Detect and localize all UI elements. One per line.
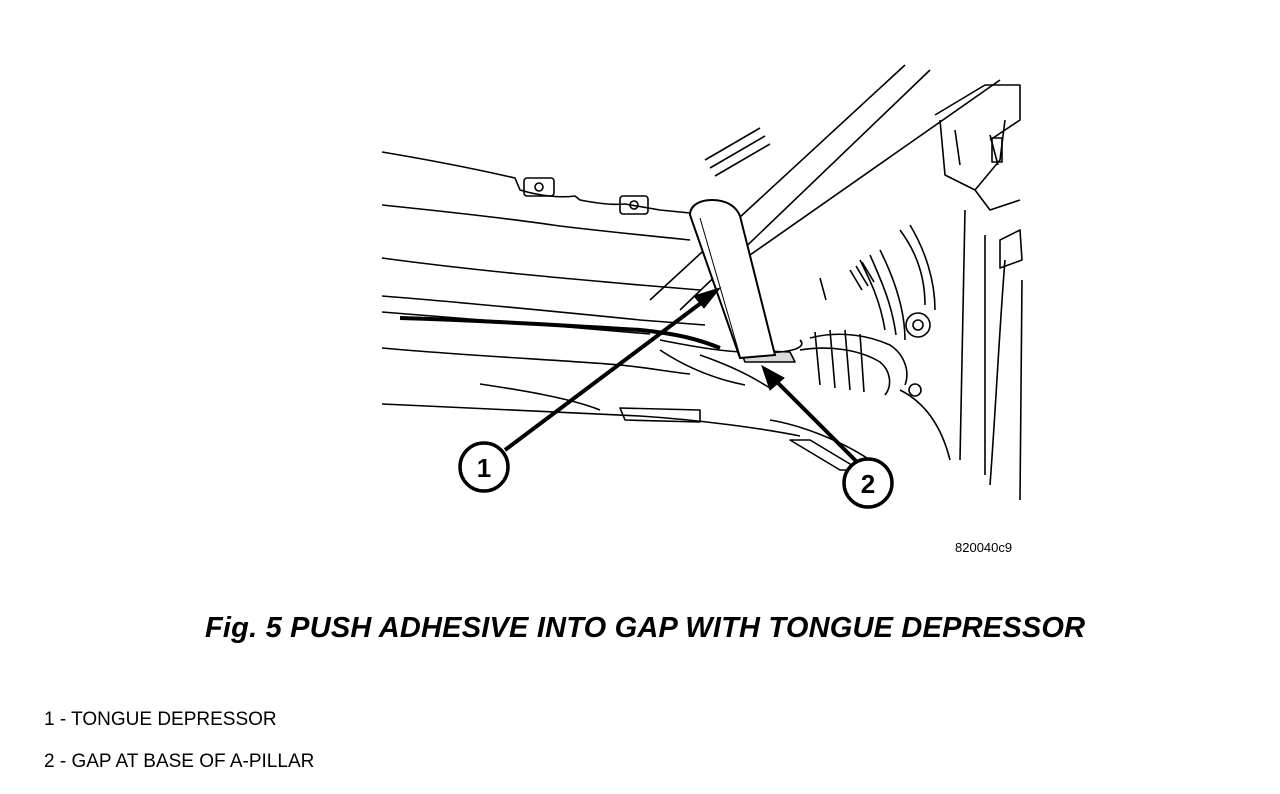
callout-legend: 1 - TONGUE DEPRESSOR 2 - GAP AT BASE OF … <box>44 708 314 792</box>
callout-circle <box>458 441 510 493</box>
legend-item-1: 1 - TONGUE DEPRESSOR <box>44 709 277 730</box>
callout-circle <box>842 457 894 509</box>
callout-leaders <box>503 287 859 464</box>
callout-1: 1 <box>458 441 510 493</box>
callout-2: 2 <box>842 457 894 509</box>
vehicle-body-linework <box>381 64 1023 501</box>
adhesive-bead <box>399 316 721 350</box>
figure-id-code: 820040c9 <box>955 540 1013 555</box>
callout-number: 1 <box>477 453 491 483</box>
legend-item-2: 2 - GAP AT BASE OF A-PILLAR <box>44 751 315 772</box>
technical-illustration: 1 2 <box>381 64 1023 509</box>
figure-caption: Fig. 5 PUSH ADHESIVE INTO GAP WITH TONGU… <box>205 612 1086 644</box>
tongue-depressor-drawing <box>688 198 777 360</box>
callout-number: 2 <box>861 469 875 499</box>
